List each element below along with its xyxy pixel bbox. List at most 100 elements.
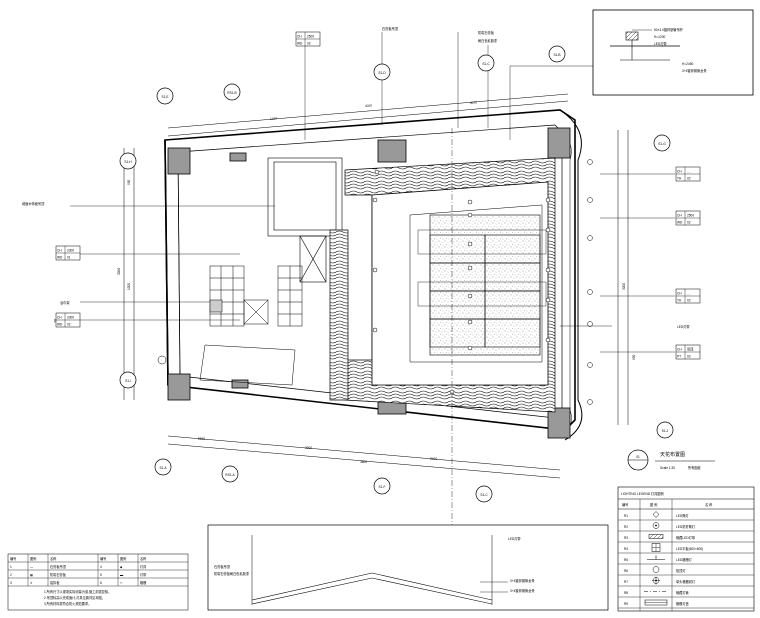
section-marker-rs1-a: RS1-A [221,465,239,483]
schedule-cell: 石膏板吊顶 [50,564,67,569]
svg-text:S1-H: S1-H [124,160,132,164]
svg-text:墙面木饰面吊顶: 墙面木饰面吊顶 [22,201,45,206]
top-dimensions [167,93,569,137]
dim-left-2: 1200 [127,283,131,290]
svg-text:S1-A: S1-A [159,466,167,470]
schedule-cell: 灯具 [140,564,147,569]
section-marker-s1-i: S1-I [119,371,137,389]
detail-note-1: 50×3.0镀锌钢管吊杆 [654,27,684,32]
svg-text:石膏板吊顶: 石膏板吊顶 [382,26,399,31]
svg-text:02: 02 [67,323,71,327]
svg-text:2500: 2500 [687,214,694,218]
svg-text:CH: CH [57,316,62,320]
schedule-cell: 名称 [140,556,147,561]
section-marker-s1-f: S1-F [373,477,391,495]
schedule-note: 1.所有尺寸以现场实际测量为准,施工前需复核。 [44,589,111,594]
dim-right-1: 950 [632,354,636,360]
dim-top-1: 1200 [270,116,278,121]
ceiling-tag-6: CH 吊顶 PT 03 [675,344,701,360]
svg-text:S1-C: S1-C [480,493,488,497]
schedule-cell: 2 [10,573,12,577]
dim-left-0: 930 [127,179,131,185]
legend-name: 暗藏LED灯带 [676,535,696,540]
svg-text:3+4镀锌钢管龙骨: 3+4镀锌钢管龙骨 [510,578,535,583]
bench [157,344,296,386]
double-bar-icon [644,599,668,606]
legend-name: 单头格栅射灯 [676,579,696,584]
schedule-cell: — [30,565,34,569]
title-symbol: 01 [636,455,640,459]
legend-code: R5 [624,558,628,562]
section-marker-rs1-b: RS1-B [223,83,241,101]
drawing-title: 天花布置图 [660,451,685,458]
legend-name: LED防雾筒灯 [676,524,696,529]
svg-text:S1-E: S1-E [161,95,168,99]
ceiling-tag-3: CH 2500 WD 02 [675,210,701,226]
legend-code: R6 [624,569,628,573]
schedule-cell: 防霉石膏板 [50,572,67,577]
svg-text:吊顶: 吊顶 [687,348,694,352]
side-dimensions [123,130,629,425]
svg-text:浴巾架: 浴巾架 [60,300,70,305]
schedule-cell: ▦ [30,573,33,577]
title-block: 01 天花布置图 Scale 1:30 所有图纸 [627,449,715,471]
svg-text:WD: WD [677,221,683,225]
svg-text:WD: WD [297,42,303,46]
ceiling-detail-box: 50×3.0镀锌钢管吊杆 H=1200 LED灯带 H=2450 3+4镀锌钢管… [592,9,754,96]
section-detail-box: 石膏板吊顶 防霉石膏板刷白色乳胶漆 LED灯带 3+4镀锌钢管龙骨 3+4镀锌钢… [207,524,609,611]
section-marker-s1-c: S1-C [477,54,495,72]
schedule-cell: 灯带 [140,572,147,577]
svg-text:...: ... [687,170,690,174]
schedule-cell: 6 [100,581,102,585]
svg-text:CH: CH [677,348,682,352]
detail-note-2: H=1200 [654,35,665,39]
grid-panel-icon [651,543,661,552]
schedule-cell: 4 [100,565,102,569]
svg-text:02: 02 [307,42,311,46]
svg-text:TH: TH [677,299,682,303]
circle-icon [652,566,660,573]
svg-text:01: 01 [67,256,71,260]
schedule-cell: 3 [10,581,12,585]
diamond-icon [652,511,660,518]
section-marker-s1-b: S1-B [548,45,566,63]
section-marker-s1-g: S1-G [653,134,671,152]
schedule-cell: 编号 [100,556,106,561]
dim-top-0: 4020 [365,103,373,108]
schedule-cell: ▬ [120,573,124,577]
drawing-scale: Scale 1:30 [660,466,675,470]
schedule-cell: 格栅 [140,580,147,585]
schedule-cell: ═ [119,581,123,585]
schedule-cell: 5 [100,573,102,577]
legend-code: R1 [624,514,628,518]
svg-text:TH: TH [677,177,682,181]
svg-text:S1-D: S1-D [378,71,386,75]
dim-top-2: 3070 [470,100,478,105]
svg-text:WD: WD [57,323,63,327]
dim-bottom-0: 5180 [198,437,205,441]
storage-area [267,157,343,283]
schedule-cell: 图例 [120,556,126,561]
ceiling-tag-1: CH ... TH 02 [675,166,701,182]
light-fixtures [372,169,551,395]
svg-text:名 称: 名 称 [705,502,713,507]
svg-text:02: 02 [687,177,691,181]
svg-text:2500: 2500 [307,35,314,39]
legend-name: LED平板(600×600) [676,546,703,551]
schedule-cell: 图例 [30,556,36,561]
schedule-cell: 编号 [10,556,16,561]
svg-text:CH: CH [297,35,302,39]
legend-code: R8 [624,591,628,595]
ceiling-tag-0: CH 2500 WD 02 [295,31,321,47]
dim-right-0: 3200 [622,283,626,290]
svg-text:刷白色乳胶漆: 刷白色乳胶漆 [478,38,498,43]
